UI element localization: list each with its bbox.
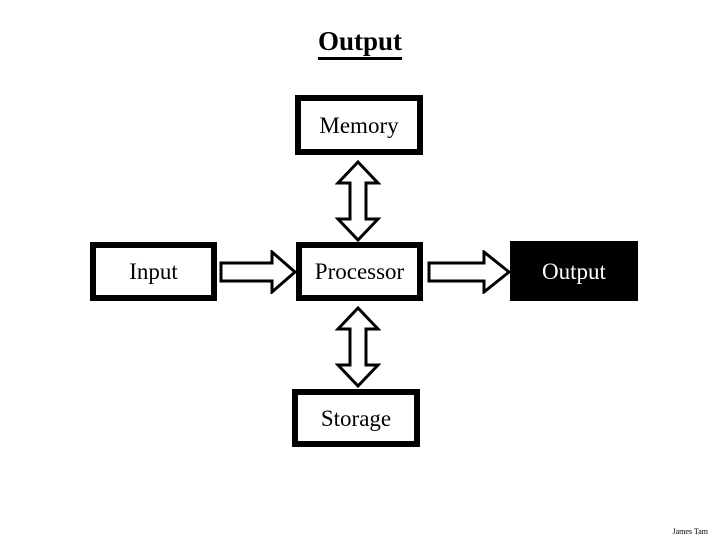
diagram-node-memory-label: Memory — [319, 112, 399, 138]
page-title: Output — [0, 26, 720, 60]
diagram-node-output-label: Output — [542, 258, 606, 284]
diagram-node-processor-label: Processor — [314, 259, 405, 284]
diagram-node-memory[interactable]: Memory — [295, 95, 423, 155]
page-title-text: Output — [317, 26, 403, 60]
diagram-node-input-label: Input — [129, 259, 178, 284]
diagram-node-storage[interactable]: Storage — [292, 389, 420, 447]
double-arrow-vertical-icon-memory-processor — [335, 160, 381, 242]
diagram-node-output[interactable]: Output — [510, 241, 638, 301]
footer-credit: James Tam — [672, 527, 708, 536]
arrow-right-icon-input-processor — [219, 250, 297, 294]
double-arrow-vertical-icon-processor-storage — [335, 306, 381, 388]
diagram-node-input[interactable]: Input — [90, 242, 217, 301]
arrow-right-icon-processor-output — [427, 250, 511, 294]
diagram-node-processor[interactable]: Processor — [296, 242, 423, 301]
diagram-node-storage-label: Storage — [320, 405, 392, 431]
